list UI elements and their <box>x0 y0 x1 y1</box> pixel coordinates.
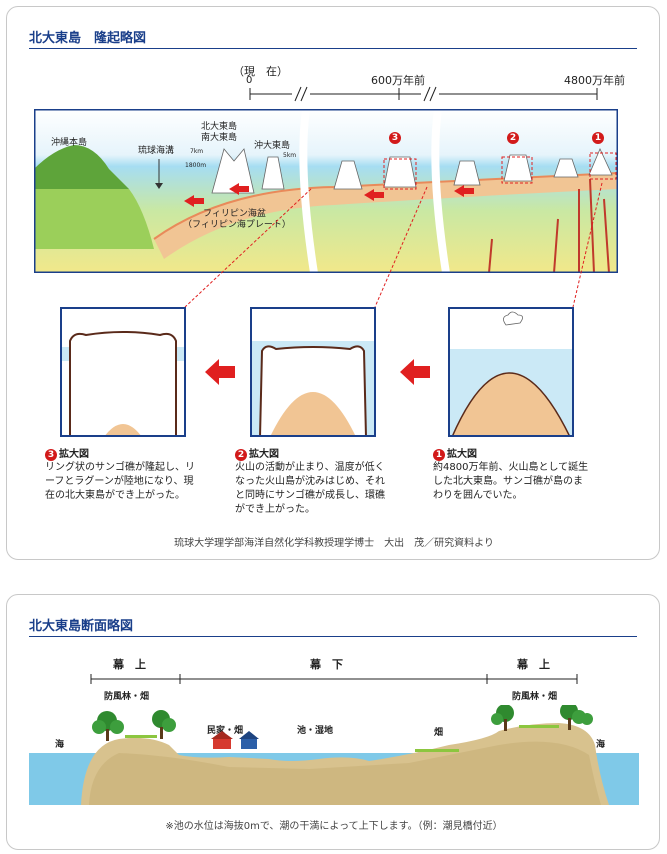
zoom-box-1 <box>448 307 574 437</box>
zoom-connectors <box>184 182 603 308</box>
height-1800m-label: 1800m <box>185 162 207 169</box>
zone-left-label: 幕 上 <box>113 658 146 671</box>
timeline-600-label: 600万年前 <box>371 74 425 87</box>
island-cross-section <box>29 705 639 805</box>
caption-2-body: 火山の活動が止まり、温度が低く なった火山島が沈みはじめ、それ と同時にサンゴ礁… <box>235 462 385 515</box>
zoom-box-3 <box>60 307 186 437</box>
zone-center-label: 幕 下 <box>310 658 343 671</box>
height-7km-label: 7km <box>190 148 204 155</box>
sea-left-label: 海 <box>55 740 65 750</box>
caption-1-body: 約4800万年前、火山島として誕生 した北大東島。サンゴ礁が島のま わりを囲んで… <box>433 462 589 501</box>
minamidaito-label: 南大東島 <box>201 133 238 143</box>
field-label: 畑 <box>434 728 444 738</box>
zoom-box-2 <box>250 307 376 437</box>
houses-label: 民家・畑 <box>207 726 244 736</box>
timeline-zero-label: 0 <box>246 75 253 86</box>
timeline-axis <box>249 86 598 102</box>
sea-right-label: 海 <box>596 740 606 750</box>
plate-label-2: （フィリピン海プレート） <box>183 220 291 230</box>
zone-brackets <box>90 674 578 684</box>
credit-text: 琉球大学理学部海洋自然化学科教授理学博士 大出 茂／研究資料より <box>174 538 494 549</box>
timeline-now-label: （現 在） <box>233 65 288 78</box>
marker-3: 3 <box>389 132 403 144</box>
marker-2: 2 <box>507 132 521 144</box>
title-rule-2 <box>29 636 637 637</box>
title-rule <box>29 48 637 49</box>
timeline-4800-label: 4800万年前 <box>564 74 625 87</box>
height-5km-label: 5km <box>283 152 297 159</box>
okidaito-label: 沖大東島 <box>254 141 291 151</box>
right-sublabel: 防風林・畑 <box>512 692 558 702</box>
okinawa-label: 沖縄本島 <box>51 138 88 148</box>
caption-3-body: リング状のサンゴ礁が隆起し、リ ーフとラグーンが陸地になり、現 在の北大東島がで… <box>45 462 195 501</box>
kitadaito-label: 北大東島 <box>201 122 238 132</box>
arrow-2-to-3-icon <box>205 359 235 385</box>
uplift-diagram-panel: 北大東島 隆起略図 （現 在） 0 600万年前 4800万年前 <box>6 6 660 560</box>
plate-label-1: フィリピン海盆 <box>203 209 266 219</box>
subduction-cross-section <box>34 109 618 273</box>
cross-section-panel: 北大東島断面略図 幕 上 幕 下 幕 上 防風林・畑 防風林・畑 海 海 民家・… <box>6 594 660 850</box>
section1-title: 北大東島 隆起略図 <box>29 31 147 46</box>
left-sublabel: 防風林・畑 <box>104 692 150 702</box>
section2-title: 北大東島断面略図 <box>29 619 134 634</box>
arrow-1-to-2-icon <box>400 359 430 385</box>
water-level-note: ※池の水位は海抜0mで、潮の干満によって上下します。（例：潮見橋付近） <box>165 821 503 832</box>
pond-label: 池・湿地 <box>297 726 334 736</box>
marker-1: 1 <box>592 132 606 144</box>
trench-label: 琉球海溝 <box>138 146 175 156</box>
zone-right-label: 幕 上 <box>517 658 550 671</box>
